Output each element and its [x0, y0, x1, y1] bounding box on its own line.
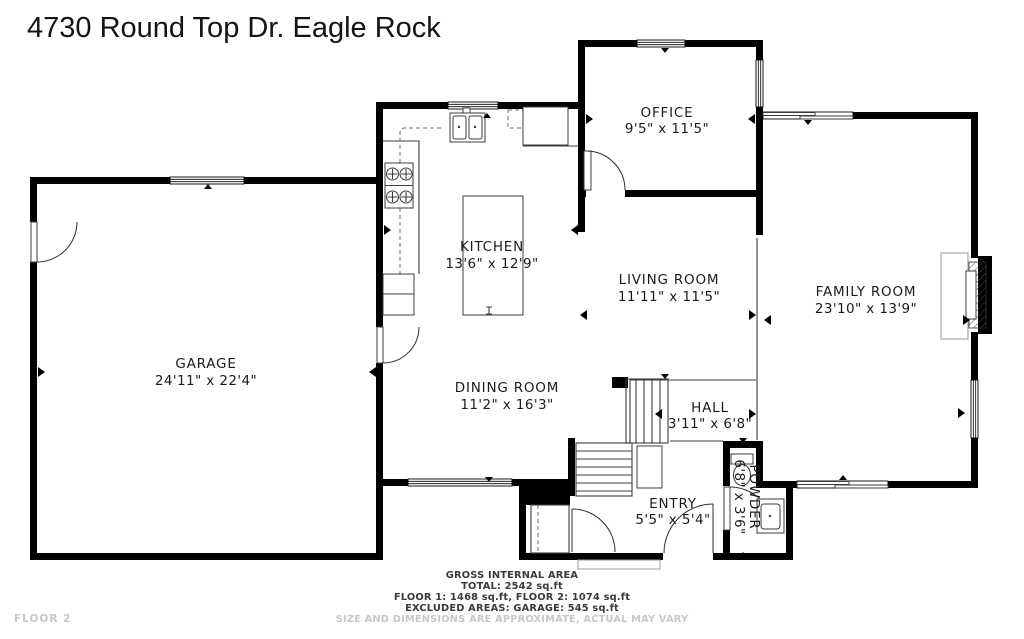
footer-line-1: GROSS INTERNAL AREA: [446, 570, 579, 581]
stairs: [575, 378, 669, 497]
powder-label: POWDER: [746, 464, 762, 529]
family-bottom-sliding-door: [796, 480, 889, 489]
family-top-sliding-door: [762, 111, 854, 120]
family-room-label: FAMILY ROOM: [816, 284, 917, 300]
page-title: 4730 Round Top Dr. Eagle Rock: [27, 12, 441, 44]
porch-step: [577, 559, 661, 570]
entry-dims: 5'5" x 5'4": [635, 512, 710, 528]
dining-door-arc: [376, 326, 420, 364]
hearth: [940, 252, 969, 340]
family-right-window: [970, 379, 979, 439]
dining-window: [407, 478, 513, 487]
hall-dims: 3'11" x 6'8": [668, 416, 752, 432]
garage-label: GARAGE: [175, 356, 236, 372]
closet-door-arc: [571, 508, 616, 553]
footer-line-2: TOTAL: 2542 sq.ft: [461, 581, 563, 592]
kitchen-window: [447, 101, 499, 110]
fireplace-icon: [965, 256, 992, 334]
front-door-arc: [663, 503, 714, 554]
kitchen-label: KITCHEN: [460, 239, 524, 255]
powder-dims: 6'8" x 3'6": [731, 459, 747, 534]
office-dims: 9'5" x 11'5": [625, 121, 709, 137]
office-label: OFFICE: [641, 105, 694, 121]
office-door-arc: [583, 150, 626, 191]
kitchen-dims: 13'6" x 12'9": [445, 256, 538, 272]
garage-dims: 24'11" x 22'4": [155, 373, 257, 389]
entry-label: ENTRY: [649, 496, 697, 512]
garage-door-arc: [30, 221, 78, 263]
floor-label: FLOOR 2: [14, 613, 71, 625]
footer-line-4: EXCLUDED AREAS: GARAGE: 545 sq.ft: [405, 603, 619, 614]
closet: [530, 504, 570, 554]
kitchen-counter: [382, 140, 578, 316]
office-right-window: [755, 59, 764, 108]
living-room-dims: 11'11" x 11'5": [618, 289, 720, 305]
fridge-icon: [522, 106, 569, 146]
family-room-dims: 23'10" x 13'9": [815, 301, 917, 317]
sink-icon: [449, 107, 486, 143]
garage-window: [169, 176, 245, 185]
stove-icon: [384, 162, 414, 209]
walls: [30, 40, 978, 560]
toilet-icon: [730, 453, 754, 486]
footer-disclaimer: SIZE AND DIMENSIONS ARE APPROXIMATE, ACT…: [336, 614, 689, 625]
room-openings: [630, 238, 758, 442]
dining-room-dims: 11'2" x 16'3": [460, 397, 553, 413]
vanity-sink-icon: [756, 498, 785, 534]
office-top-window: [636, 39, 686, 48]
stair-landing: [636, 445, 663, 489]
living-room-label: LIVING ROOM: [619, 272, 720, 288]
footer-line-3: FLOOR 1: 1468 sq.ft, FLOOR 2: 1074 sq.ft: [394, 592, 630, 603]
hall-label: HALL: [691, 400, 729, 416]
dining-room-label: DINING ROOM: [455, 380, 559, 396]
direction-markers: [38, 48, 970, 557]
kitchen-island: [462, 195, 524, 316]
